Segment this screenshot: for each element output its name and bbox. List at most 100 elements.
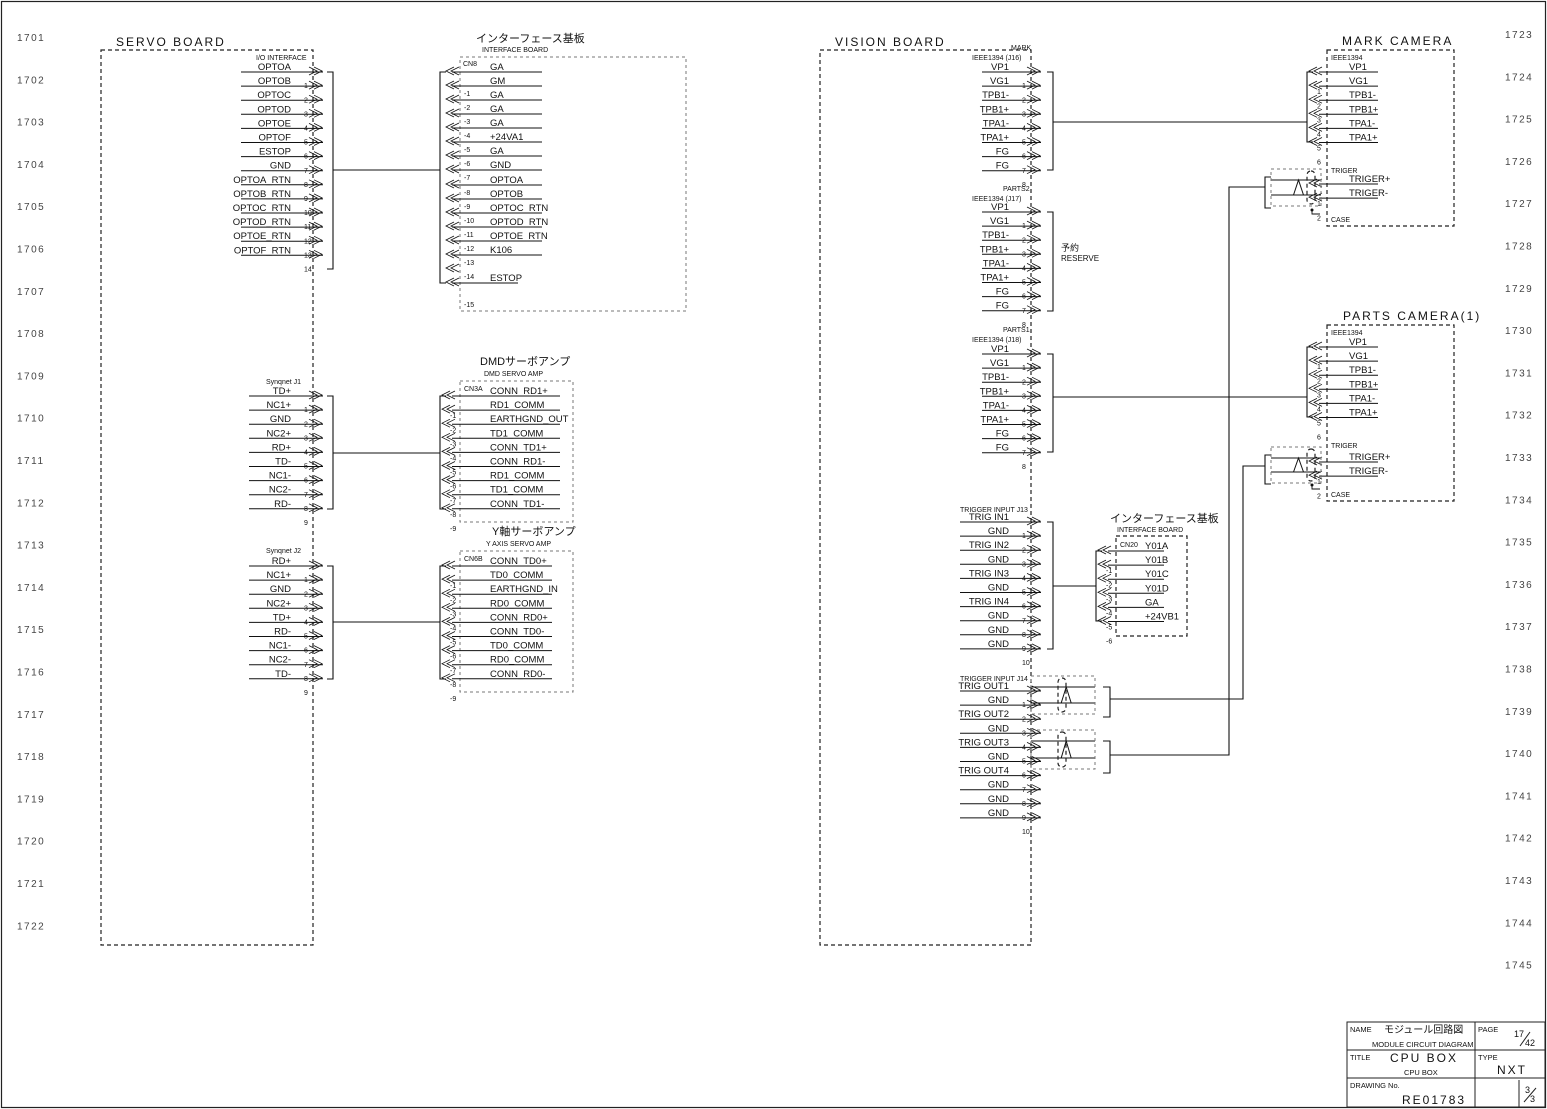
parts-camera-ieee-label: IEEE1394 (1331, 330, 1363, 337)
signal-label: OPTOA_RTN (233, 175, 291, 186)
title-main: CPU BOX (1390, 1051, 1458, 1065)
pin-number: 2 (304, 97, 308, 104)
ref-number-left: 1721 (17, 879, 45, 890)
connector-arrow-icon (1026, 615, 1036, 625)
pin-number: -13 (464, 260, 474, 267)
connector-arrow-icon (446, 602, 456, 612)
pin-number: -11 (464, 232, 474, 239)
pin-number: 4 (1022, 744, 1026, 751)
mark-camera-title: MARK CAMERA (1342, 34, 1453, 48)
signal-label: TPA1+ (980, 133, 1009, 144)
signal-label: RD0_COMM (490, 655, 544, 666)
signal-label: NC1+ (266, 400, 291, 411)
wire-io-to-cn8 (327, 71, 334, 270)
pin-number: 5 (1317, 421, 1321, 428)
ref-number-right: 1740 (1505, 749, 1533, 760)
parts-camera-outline (1326, 324, 1455, 502)
pin-number: 5 (1022, 590, 1026, 597)
ref-number-right: 1723 (1505, 30, 1533, 41)
connector-arrow-icon (446, 503, 456, 513)
mark-camera-outline (1326, 49, 1455, 227)
connector-arrow-icon (1026, 643, 1036, 653)
pin-number: 3 (304, 435, 308, 442)
vision-board-outline (819, 49, 1032, 946)
connector-arrow-icon (450, 207, 460, 217)
connector-arrow-icon (1026, 812, 1036, 822)
connector-arrow-icon (446, 673, 456, 683)
signal-label: OPTOB (258, 76, 291, 87)
sheet-total: 3 (1530, 1094, 1535, 1104)
connector-arrow-icon (308, 179, 318, 189)
ref-number-left: 1707 (17, 287, 45, 298)
connector-arrow-icon (450, 136, 460, 146)
mark-camera-trigger-label: TRIGER (1331, 168, 1357, 175)
pin-number: 6 (304, 154, 308, 161)
connector-arrow-icon (1313, 192, 1323, 202)
pin-number: -4 (464, 133, 470, 140)
signal-label: GND (988, 526, 1009, 537)
connector-arrow-icon (445, 221, 455, 231)
wire-trig-out3-to-mark-camera (1110, 186, 1265, 756)
connector-arrow-icon (1031, 137, 1041, 146)
connector-arrow-icon (1031, 94, 1041, 104)
connector-arrow-icon (1026, 263, 1036, 272)
connector-arrow-icon (1031, 573, 1041, 582)
connector-arrow-icon (308, 249, 318, 259)
pin-number: 5 (304, 140, 308, 147)
connector-arrow-icon (313, 432, 323, 442)
ref-number-right: 1744 (1505, 918, 1533, 929)
signal-label: TPA1- (1349, 393, 1375, 404)
signal-label: TPB1+ (1349, 379, 1379, 390)
pin-number: 7 (304, 492, 308, 499)
signal-label: VP1 (991, 344, 1009, 355)
pin-number: 7 (304, 662, 308, 669)
signal-label: TRIGER+ (1349, 452, 1391, 463)
connector-arrow-icon (1031, 629, 1041, 639)
connector-arrow-icon (308, 404, 318, 414)
connector-arrow-icon (441, 645, 451, 654)
pin-number: 7 (1022, 618, 1026, 625)
connector-arrow-icon (313, 588, 323, 598)
connector-arrow-icon (1031, 376, 1041, 386)
connector-arrow-icon (445, 66, 455, 76)
signal-label: TPA1- (983, 258, 1009, 269)
pin-number: -4 (450, 625, 456, 632)
ref-number-left: 1719 (17, 794, 45, 805)
connector-arrow-icon (1102, 587, 1112, 597)
pin-number: -2 (450, 597, 456, 604)
connector-arrow-icon (1031, 263, 1041, 272)
connector-arrow-icon (1031, 66, 1041, 76)
cn20-board-title-en: INTERFACE BOARD (1117, 527, 1183, 534)
connector-arrow-icon (450, 108, 460, 118)
signal-label: OPTOD (257, 104, 291, 115)
pin-number: -4 (1106, 610, 1112, 617)
signal-label: GND (988, 554, 1009, 565)
ref-number-left: 1705 (17, 202, 45, 213)
shielded-cables (1030, 168, 1322, 770)
connector-arrow-icon (308, 80, 318, 90)
connector-arrow-icon (446, 617, 456, 626)
j16-top-label: MARK (1011, 45, 1032, 52)
connector-arrow-icon (308, 94, 318, 104)
connector-arrow-icon (450, 249, 460, 259)
connector-arrow-icon (313, 673, 323, 683)
pin-number: 5 (1022, 759, 1026, 766)
wiring (327, 71, 1313, 774)
signal-label: NC1- (269, 471, 291, 482)
ref-number-right: 1732 (1505, 411, 1533, 422)
pin-number: 2 (1022, 97, 1026, 104)
connector-arrow-icon (445, 80, 455, 90)
pin-number: 5 (304, 634, 308, 641)
connector-arrow-icon (313, 207, 323, 217)
connector-arrow-icon (1026, 234, 1036, 244)
dmd-servo-amp: DMDサーボアンプ DMD SERVO AMP CN3A CONN_RD1+RD… (441, 355, 574, 533)
pin-number: 4 (304, 619, 308, 626)
pin-number: 3 (1022, 251, 1026, 258)
signal-label: TD0_COMM (490, 641, 543, 652)
connector-arrow-icon (1026, 629, 1036, 639)
